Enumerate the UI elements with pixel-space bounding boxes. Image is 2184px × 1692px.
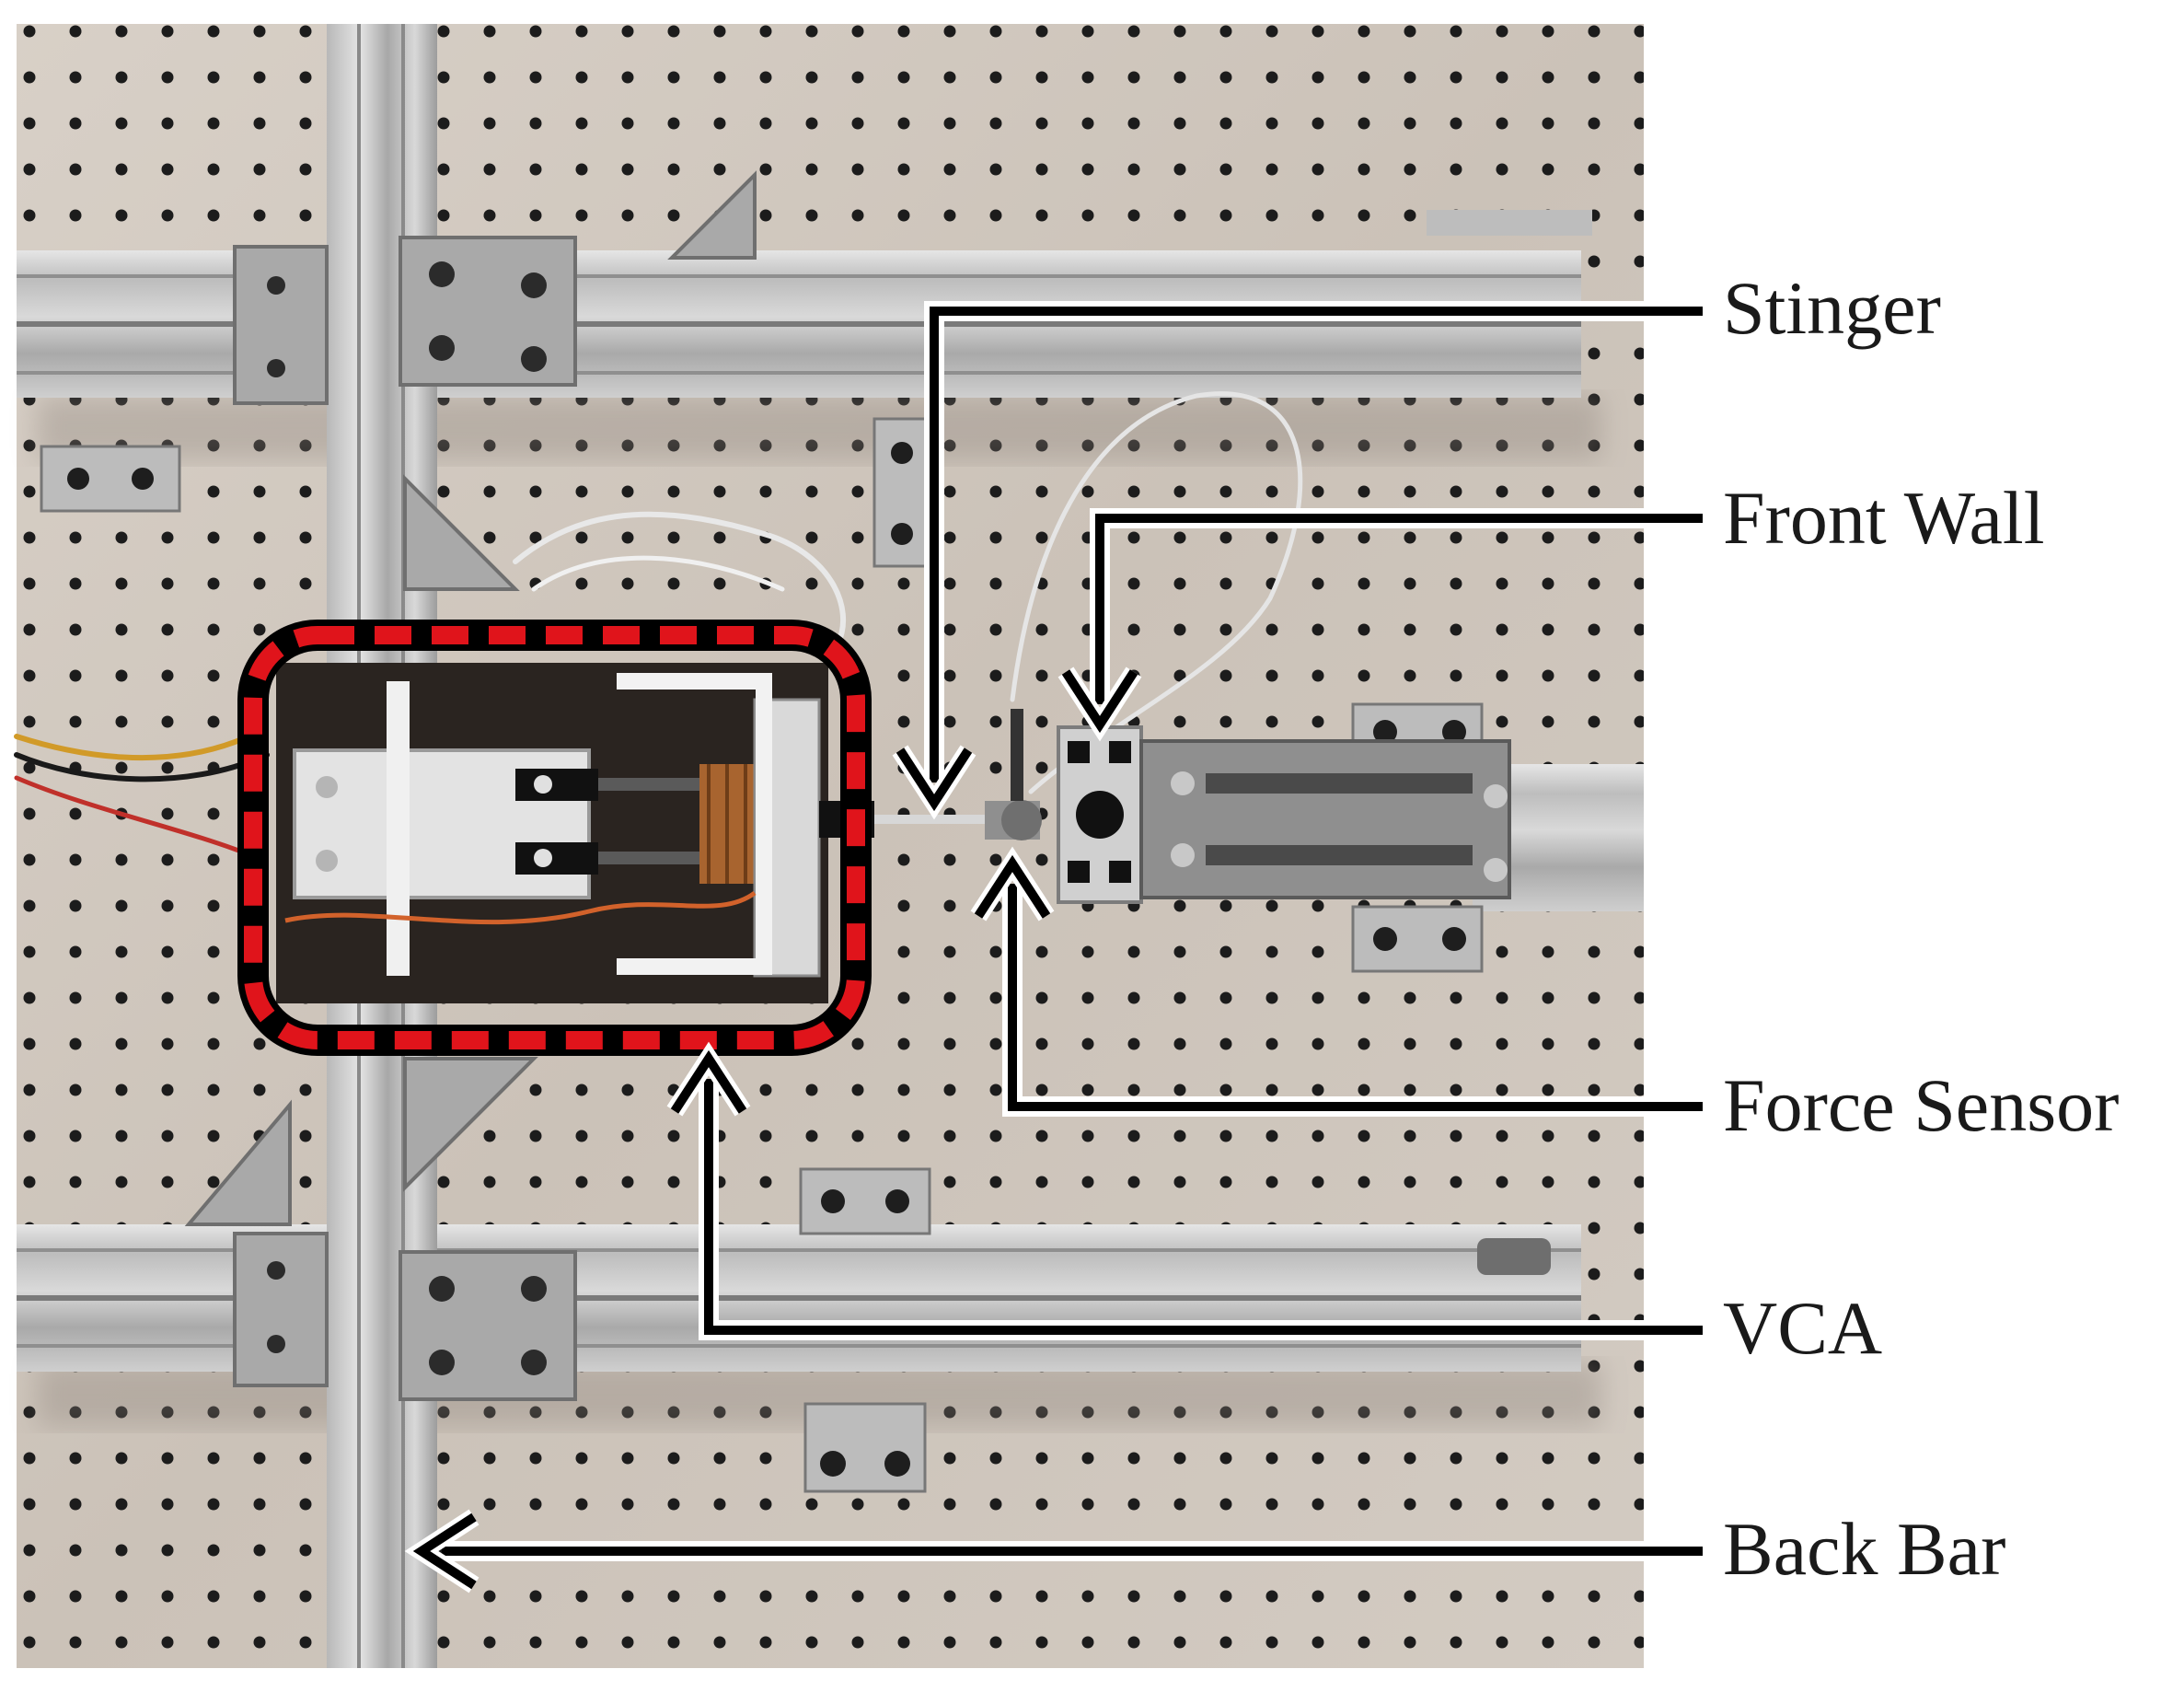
cables — [14, 391, 1303, 859]
stinger-label: Stinger — [1723, 266, 1941, 350]
vca-highlight-box — [237, 620, 872, 1056]
vca-assembly — [276, 663, 874, 1003]
callouts — [404, 301, 1703, 1593]
bracket-bolts — [267, 261, 547, 1375]
vca-callout-arrow — [666, 1041, 1703, 1340]
clamp-bolts — [67, 442, 1466, 1477]
vca-label: VCA — [1723, 1286, 1882, 1370]
back-bar-label: Back Bar — [1723, 1507, 2005, 1591]
shadow-top-rail — [37, 396, 1601, 460]
clamp-blocks — [40, 417, 1484, 1493]
front-wall — [1057, 725, 1511, 904]
corner-brackets — [184, 170, 757, 1401]
stinger-assembly — [874, 709, 1042, 840]
callout-labels: Stinger Front Wall Force Sensor VCA Back… — [1723, 266, 2119, 1591]
front-wall-callout-arrow — [1057, 508, 1703, 742]
force-sensor-callout-arrow — [970, 846, 1703, 1117]
back-bar-callout-arrow — [404, 1509, 1703, 1593]
force-sensor-label: Force Sensor — [1723, 1063, 2119, 1147]
front-wall-label: Front Wall — [1723, 476, 2045, 560]
photo — [14, 24, 1644, 1668]
stinger-callout-arrow — [892, 301, 1703, 820]
